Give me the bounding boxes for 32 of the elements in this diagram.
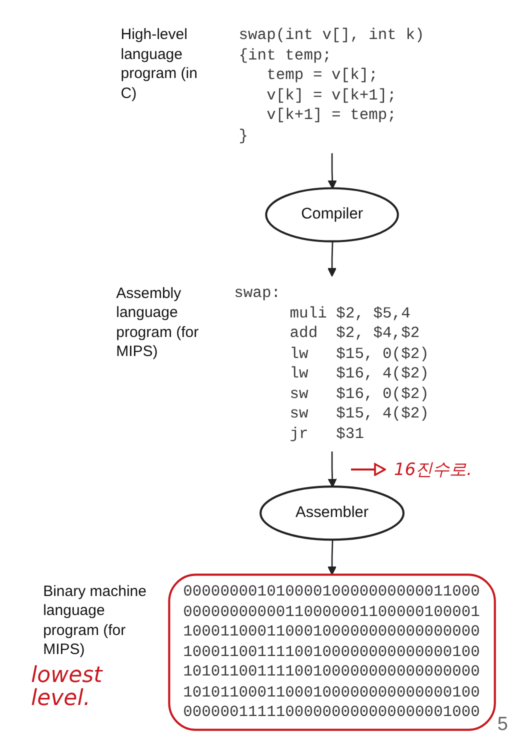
code-listing: 00000000101000010000000000011000 00000000000110000001100000100001 10001100011000100000000000000000 10001100111100100000000000000100 10101100111100100000000000000000 10101100011000100000000000000100 00000011111000000000000000001000	[168, 574, 496, 731]
node-label: muli $2, $5,4	[290, 304, 410, 322]
node-label: swap:	[234, 284, 281, 302]
node-label: sw $15, 4($2)	[290, 405, 429, 423]
node-label: v[k+1] = temp;	[266, 106, 396, 124]
process-ellipse: Assembler	[260, 486, 405, 541]
side-label: Assembly language program (for MIPS)	[116, 284, 200, 362]
side-label: High-level language program (in C)	[120, 25, 198, 104]
node-label: 00000000101000010000000000011000	[183, 582, 480, 600]
node-label: 10101100011000100000000000000100	[183, 683, 480, 701]
node-label: temp = v[k];	[266, 66, 378, 84]
node-label: {int temp;	[238, 46, 332, 64]
node-label: 00000000000110000001100000100001	[183, 603, 480, 621]
node-label: 10001100111100100000000000000100	[183, 643, 480, 661]
node-label: sw $16, 0($2)	[290, 385, 429, 403]
handwritten-note: 16진수로.	[394, 458, 472, 481]
process-ellipse: Compiler	[265, 187, 399, 242]
node-label: swap(int v[], int k)	[238, 26, 424, 44]
node-label: 10001100011000100000000000000000	[183, 623, 480, 641]
page-number: 5	[497, 714, 508, 736]
node-label: lw $15, 0($2)	[290, 344, 429, 362]
node-label: }	[238, 126, 248, 144]
node-label: v[k] = v[k+1];	[266, 86, 396, 104]
node-label: jr $31	[290, 425, 364, 443]
node-label: lw $16, 4($2)	[290, 364, 429, 382]
code-listing: swap: muli $2, $5,4 add $2, $4,$2 lw $15, 0($2) lw $16, 4($2) sw $16, 0($2) sw $15, 4($2) jr $31	[234, 284, 429, 443]
node-label: 00000011111000000000000000001000	[183, 704, 480, 722]
node-label: add $2, $4,$2	[290, 324, 420, 342]
handwritten-note: lowest level.	[31, 664, 104, 710]
node-label: 10101100111100100000000000000000	[183, 663, 480, 681]
code-listing: swap(int v[], int k) {int temp; temp = v[k]; v[k] = v[k+1]; v[k+1] = temp; }	[238, 26, 424, 144]
side-label: Binary machine language program (for MIPS)	[43, 582, 148, 660]
